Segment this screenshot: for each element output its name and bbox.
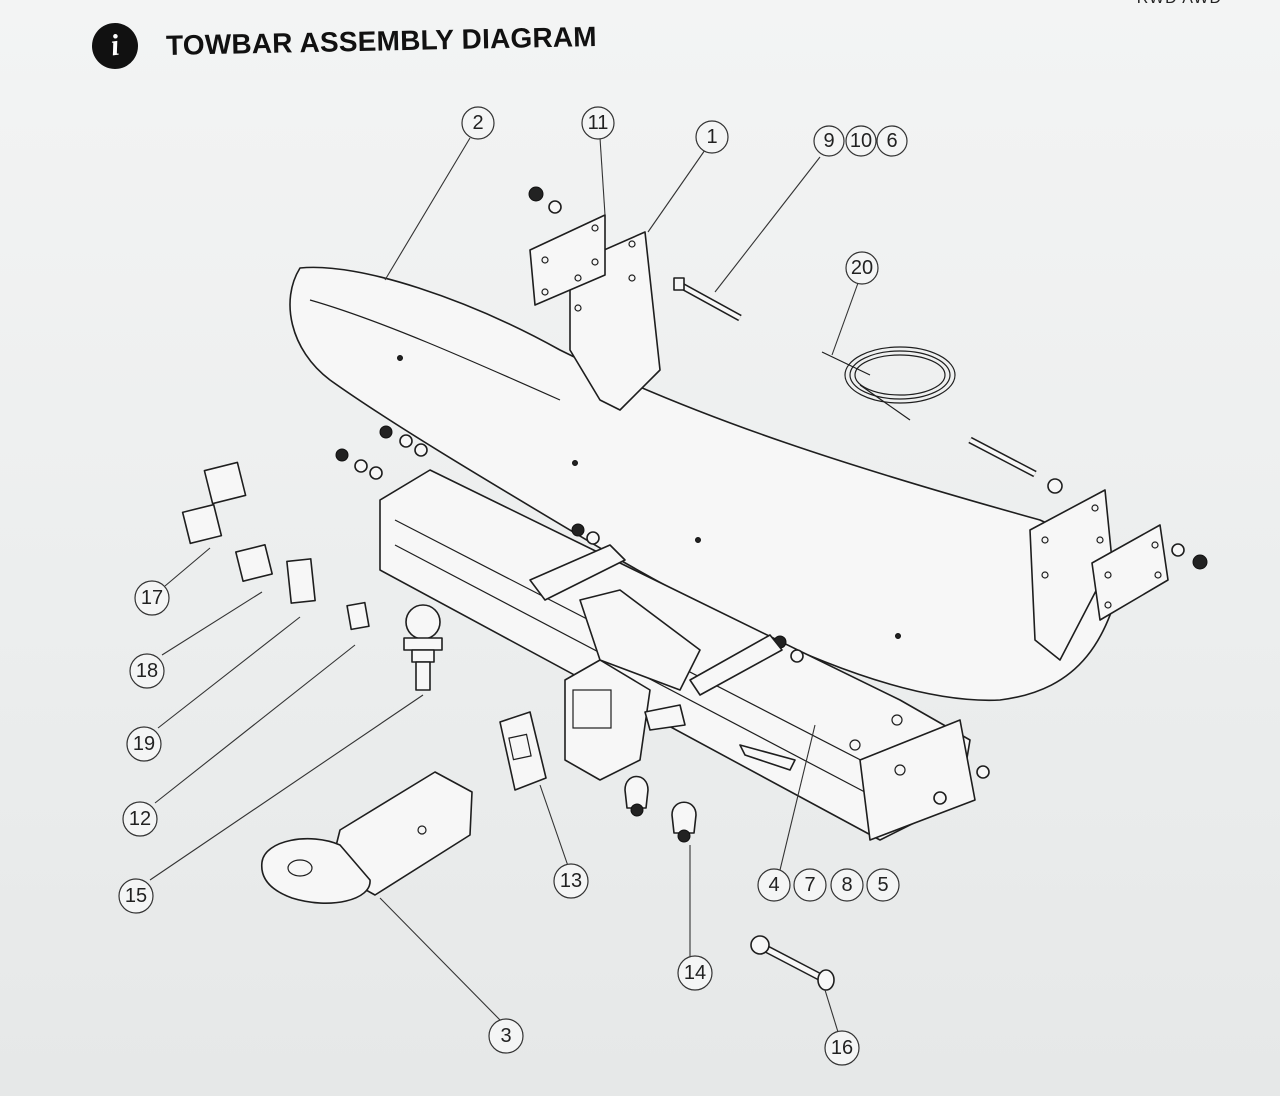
right-bracket <box>1029 489 1169 661</box>
leader-lines <box>149 137 859 1033</box>
callout-9: 9 <box>813 125 845 157</box>
callout-16: 16 <box>824 1030 860 1066</box>
corner-text: RWD AWD <box>1137 0 1222 8</box>
callout-8: 8 <box>830 868 864 902</box>
callout-13: 13 <box>553 863 589 899</box>
hitch-pin-part <box>750 935 835 991</box>
svg-text:10: 10 <box>850 130 872 152</box>
callout-14: 14 <box>677 955 713 991</box>
svg-text:12: 12 <box>129 808 151 830</box>
svg-text:6: 6 <box>886 130 897 152</box>
nuts-washers <box>335 186 1208 805</box>
svg-text:4: 4 <box>768 874 779 896</box>
svg-text:1: 1 <box>706 126 717 148</box>
svg-text:14: 14 <box>684 962 706 984</box>
crossbar-part <box>289 266 1126 702</box>
svg-text:8: 8 <box>841 874 852 896</box>
callout-2: 2 <box>461 106 495 140</box>
svg-text:19: 19 <box>133 733 155 755</box>
svg-text:16: 16 <box>831 1037 853 1059</box>
svg-text:17: 17 <box>141 587 163 609</box>
callout-20: 20 <box>845 251 879 285</box>
svg-text:18: 18 <box>136 660 158 682</box>
callout-17: 17 <box>134 580 170 616</box>
svg-text:13: 13 <box>560 870 582 892</box>
callout-15: 15 <box>118 878 154 914</box>
callout-11: 11 <box>581 106 615 140</box>
svg-text:7: 7 <box>804 874 815 896</box>
svg-text:5: 5 <box>877 874 888 896</box>
callout-1: 1 <box>695 120 729 154</box>
receiver-cover-part <box>499 711 547 791</box>
bolt-top <box>673 277 742 322</box>
callout-7: 7 <box>793 868 827 902</box>
svg-text:3: 3 <box>500 1025 511 1047</box>
callout-3: 3 <box>488 1018 524 1054</box>
left-bracket <box>529 214 661 411</box>
callout-18: 18 <box>129 653 165 689</box>
shackle-parts <box>624 775 697 843</box>
sticker-parts <box>181 461 370 631</box>
callout-19: 19 <box>126 726 162 762</box>
wiring-coil <box>821 346 956 421</box>
callout-5: 5 <box>866 868 900 902</box>
svg-text:11: 11 <box>588 112 609 134</box>
svg-text:9: 9 <box>823 130 834 152</box>
svg-text:2: 2 <box>472 112 483 134</box>
svg-text:15: 15 <box>125 885 147 907</box>
tow-ball-part <box>403 604 443 691</box>
callout-4: 4 <box>757 868 791 902</box>
bolt-right <box>968 436 1063 494</box>
callout-6: 6 <box>876 125 908 157</box>
svg-text:20: 20 <box>851 257 873 279</box>
callout-10: 10 <box>845 125 877 157</box>
receiver-assembly <box>529 544 796 781</box>
callout-12: 12 <box>122 801 158 837</box>
ball-mount-part <box>261 771 473 904</box>
